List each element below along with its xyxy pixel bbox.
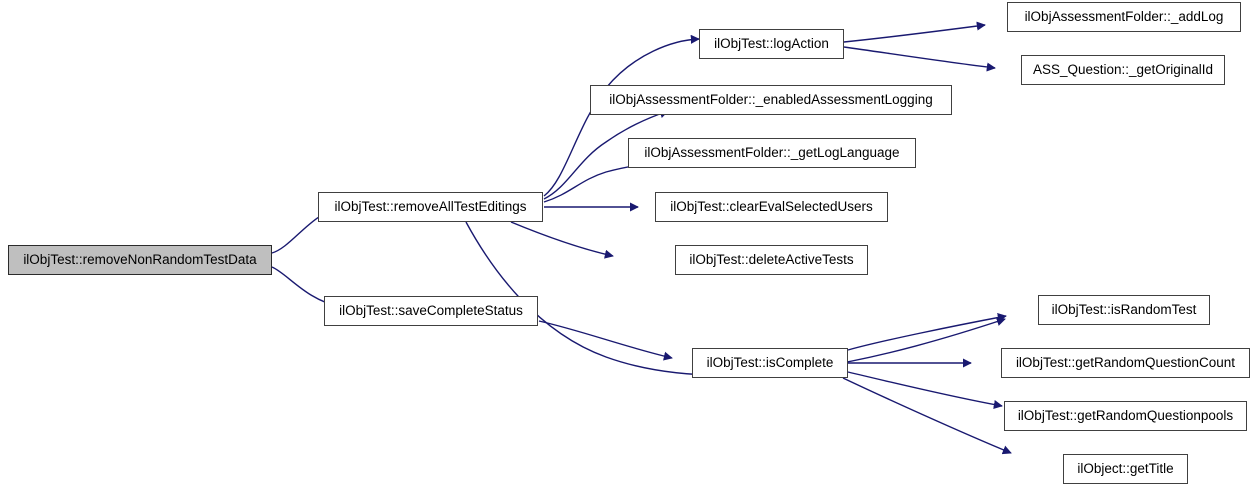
- node-isComplete[interactable]: ilObjTest::isComplete: [692, 348, 848, 378]
- node-getLogLanguage[interactable]: ilObjAssessmentFolder::_getLogLanguage: [628, 138, 916, 168]
- node-label-getOriginalId: ASS_Question::_getOriginalId: [1032, 62, 1214, 78]
- node-clearEvalSelectedUsers[interactable]: ilObjTest::clearEvalSelectedUsers: [655, 192, 888, 222]
- node-label-enabledAssessmentLogging: ilObjAssessmentFolder::_enabledAssessmen…: [609, 92, 933, 108]
- node-isRandomTest[interactable]: ilObjTest::isRandomTest: [1038, 295, 1210, 325]
- node-getOriginalId[interactable]: ASS_Question::_getOriginalId: [1021, 55, 1225, 85]
- edge-saveCompleteStatus-to-isComplete: [538, 320, 673, 361]
- node-deleteActiveTests[interactable]: ilObjTest::deleteActiveTests: [675, 245, 868, 275]
- node-label-getLogLanguage: ilObjAssessmentFolder::_getLogLanguage: [644, 145, 900, 161]
- node-removeAllTestEditings[interactable]: ilObjTest::removeAllTestEditings: [318, 192, 543, 222]
- node-label-removeNonRandomTestData: ilObjTest::removeNonRandomTestData: [23, 252, 257, 268]
- edge-removeAllTestEditings-to-deleteActiveTests: [510, 221, 614, 259]
- node-label-getTitle: ilObject::getTitle: [1077, 461, 1174, 477]
- node-label-addLog: ilObjAssessmentFolder::_addLog: [1024, 9, 1224, 25]
- node-getTitle[interactable]: ilObject::getTitle: [1063, 454, 1188, 484]
- node-label-saveCompleteStatus: ilObjTest::saveCompleteStatus: [339, 303, 523, 319]
- node-label-clearEvalSelectedUsers: ilObjTest::clearEvalSelectedUsers: [670, 199, 873, 215]
- node-removeNonRandomTestData[interactable]: ilObjTest::removeNonRandomTestData: [8, 245, 272, 275]
- edge-removeAllTestEditings-to-logAction: [543, 34, 700, 197]
- edge-isComplete-to-isRandomTest: [847, 313, 1007, 351]
- node-addLog[interactable]: ilObjAssessmentFolder::_addLog: [1007, 2, 1241, 32]
- edge-isComplete-to-getTitle: [842, 377, 1012, 455]
- node-getRandomQuestionpools[interactable]: ilObjTest::getRandomQuestionpools: [1004, 401, 1247, 431]
- node-logAction[interactable]: ilObjTest::logAction: [699, 29, 844, 59]
- node-enabledAssessmentLogging[interactable]: ilObjAssessmentFolder::_enabledAssessmen…: [590, 85, 952, 115]
- node-label-isComplete: ilObjTest::isComplete: [706, 355, 834, 371]
- edge-isComplete-to-getRandomQuestionpools: [847, 371, 1003, 410]
- edge-logAction-to-getOriginalId: [843, 46, 996, 72]
- node-label-getRandomQuestionCount: ilObjTest::getRandomQuestionCount: [1015, 355, 1236, 371]
- node-getRandomQuestionCount[interactable]: ilObjTest::getRandomQuestionCount: [1001, 348, 1250, 378]
- node-label-removeAllTestEditings: ilObjTest::removeAllTestEditings: [334, 199, 527, 215]
- node-label-deleteActiveTests: ilObjTest::deleteActiveTests: [689, 252, 854, 268]
- node-label-logAction: ilObjTest::logAction: [714, 36, 829, 52]
- edge-logAction-to-addLog: [843, 21, 986, 43]
- node-label-getRandomQuestionpools: ilObjTest::getRandomQuestionpools: [1017, 408, 1234, 424]
- node-label-isRandomTest: ilObjTest::isRandomTest: [1051, 302, 1197, 318]
- node-saveCompleteStatus[interactable]: ilObjTest::saveCompleteStatus: [324, 296, 538, 326]
